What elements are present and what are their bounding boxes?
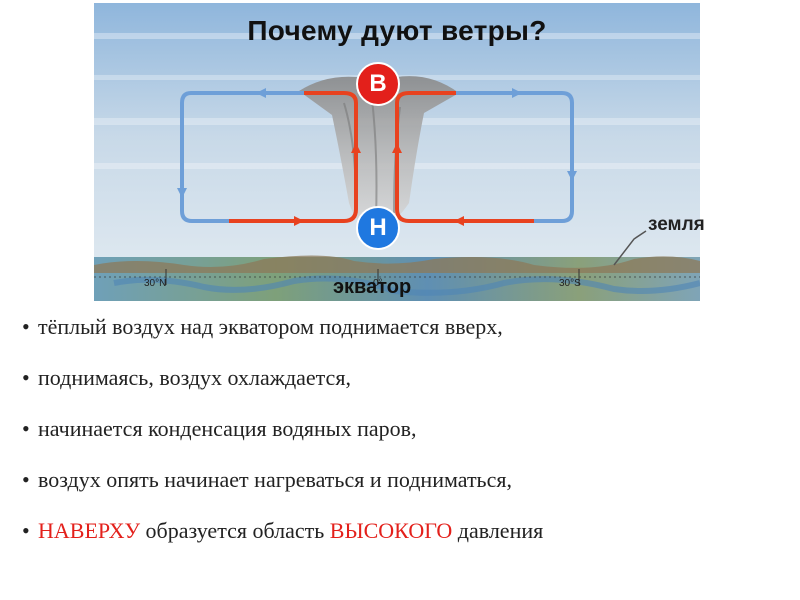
warm-air-arrowheads <box>294 143 464 226</box>
figure-canvas <box>94 3 700 301</box>
explanation-list: •тёплый воздух над экватором поднимается… <box>22 312 792 567</box>
bullet-5-text-b: давления <box>452 518 544 543</box>
bullet-5-highlight-high: ВЫСОКОГО <box>329 518 453 543</box>
bullet-2: •поднимаясь, воздух охлаждается, <box>22 365 351 390</box>
ground-label: земля <box>648 214 705 235</box>
bullet-5-text-a: образуется область <box>140 518 330 543</box>
bullet-4-text: воздух опять начинает нагреваться и подн… <box>38 467 512 492</box>
bullet-2-text: поднимаясь, воздух охлаждается, <box>38 365 351 390</box>
ground-pointer <box>613 230 647 266</box>
high-pressure-badge: В <box>356 62 400 106</box>
bullet-1: •тёплый воздух над экватором поднимается… <box>22 314 503 339</box>
low-pressure-badge: Н <box>356 206 400 250</box>
convection-cloud <box>299 76 459 233</box>
bullet-1-text: тёплый воздух над экватором поднимается … <box>38 314 503 339</box>
bullet-5: •НАВЕРХУ образуется область ВЫСОКОГО дав… <box>22 518 544 543</box>
figure-title: Почему дуют ветры? <box>247 15 547 46</box>
warm-air-flow <box>229 91 534 223</box>
cold-air-arrowheads <box>177 88 577 198</box>
bullet-3: •начинается конденсация водяных паров, <box>22 416 417 441</box>
bullet-5-highlight-top: НАВЕРХУ <box>38 518 141 543</box>
bullet-3-text: начинается конденсация водяных паров, <box>38 416 417 441</box>
latitude-0: 0° <box>373 278 383 289</box>
latitude-30s: 30°S <box>559 278 581 289</box>
equator-label: экватор <box>333 276 412 298</box>
latitude-30n: 30°N <box>144 278 167 289</box>
wind-circulation-figure: Почему дуют ветры? 30°N 0° 30°S <box>94 3 700 301</box>
bullet-4: •воздух опять начинает нагреваться и под… <box>22 467 512 492</box>
cold-air-loop <box>180 91 574 223</box>
